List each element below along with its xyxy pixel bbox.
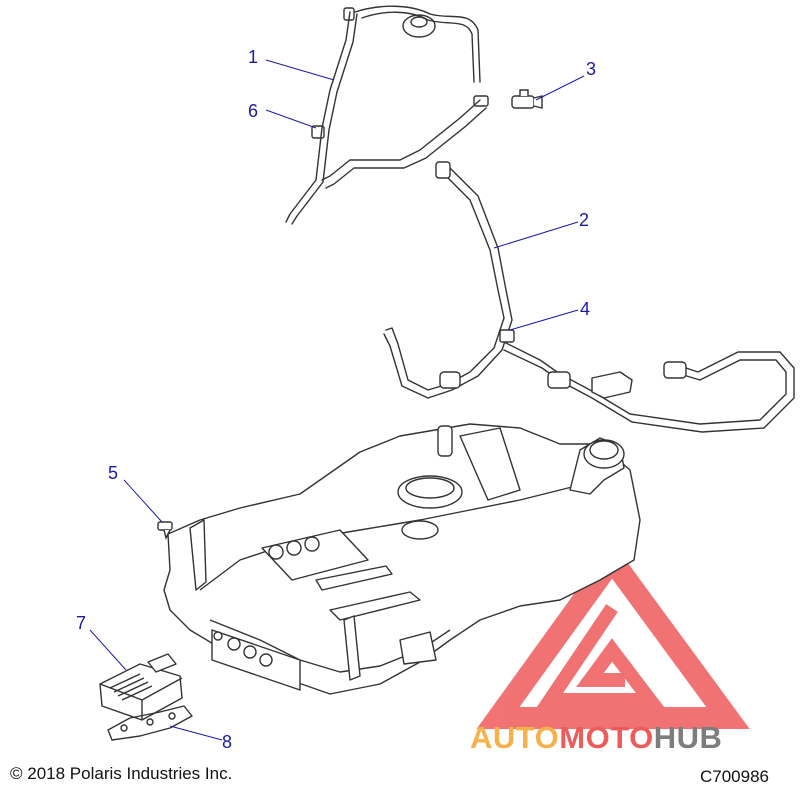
vent-hose bbox=[285, 5, 489, 225]
gasket bbox=[107, 705, 193, 741]
leader-lines bbox=[89, 59, 585, 741]
screw bbox=[157, 521, 173, 541]
watermark-moto: MOTO bbox=[559, 720, 654, 755]
watermark-hub: HUB bbox=[653, 720, 723, 755]
diagram-code: C700986 bbox=[700, 767, 770, 786]
callout-7: 7 bbox=[76, 613, 87, 633]
callout-4: 4 bbox=[580, 299, 591, 319]
callout-6: 6 bbox=[248, 101, 259, 121]
watermark-text: AUTOMOTOHUB bbox=[470, 720, 722, 756]
watermark-auto: AUTO bbox=[470, 720, 560, 755]
callout-2: 2 bbox=[579, 210, 590, 230]
fuel-hose bbox=[383, 161, 795, 433]
callout-8: 8 bbox=[222, 732, 233, 752]
control-module bbox=[99, 653, 183, 721]
callout-1: 1 bbox=[248, 47, 259, 67]
fuel-tank bbox=[163, 423, 641, 695]
callout-3: 3 bbox=[586, 59, 597, 79]
check-valve bbox=[511, 89, 543, 109]
watermark-triangle bbox=[476, 541, 750, 729]
copyright-text: © 2018 Polaris Industries Inc. bbox=[10, 764, 233, 783]
callout-5: 5 bbox=[108, 463, 119, 483]
